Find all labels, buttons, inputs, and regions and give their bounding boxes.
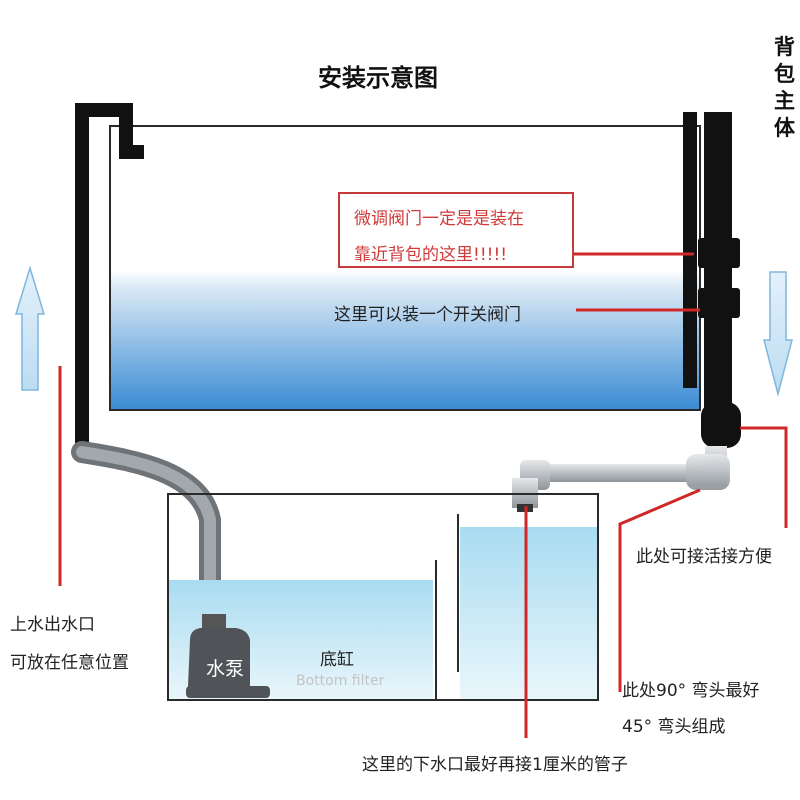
ball-valve (701, 402, 741, 448)
valve-warning-box (338, 192, 574, 268)
tank-water (111, 270, 699, 409)
inlet-note-line2: 可放在任意位置 (10, 653, 129, 673)
valve-warning-line2: 靠近背包的这里!!!!! (354, 245, 508, 265)
up-arrow-icon (14, 265, 46, 391)
valve-warning-line1: 微调阀门一定是是装在 (354, 209, 524, 229)
backpack-overflow (683, 112, 741, 448)
backpack-label: 背包主体 (774, 35, 795, 140)
elbow-leader (618, 488, 701, 692)
water-pump (186, 614, 270, 698)
inlet-return-pipe (75, 103, 144, 450)
union-note: 此处可接活接方便 (636, 547, 772, 567)
drain-note: 这里的下水口最好再接1厘米的管子 (362, 755, 628, 775)
pump-label: 水泵 (206, 658, 245, 680)
main-tank (109, 125, 701, 411)
down-arrow-icon (763, 271, 793, 397)
union-leader (740, 426, 788, 528)
drain-pvc-pipe (512, 446, 730, 512)
annotation-lines (58, 252, 788, 738)
switch-valve-note: 这里可以装一个开关阀门 (334, 305, 521, 325)
valve-lower (698, 288, 740, 318)
sump-label-en: Bottom filter (296, 673, 385, 689)
sump-water-right (460, 527, 597, 699)
sump-label: 底缸 (320, 650, 354, 670)
diagram-title: 安装示意图 (318, 64, 438, 92)
inlet-note-line1: 上水出水口 (10, 615, 95, 635)
elbow-note-line1: 此处90° 弯头最好 (622, 681, 760, 701)
valve-upper (698, 238, 740, 268)
elbow-note-line2: 45° 弯头组成 (622, 717, 726, 737)
